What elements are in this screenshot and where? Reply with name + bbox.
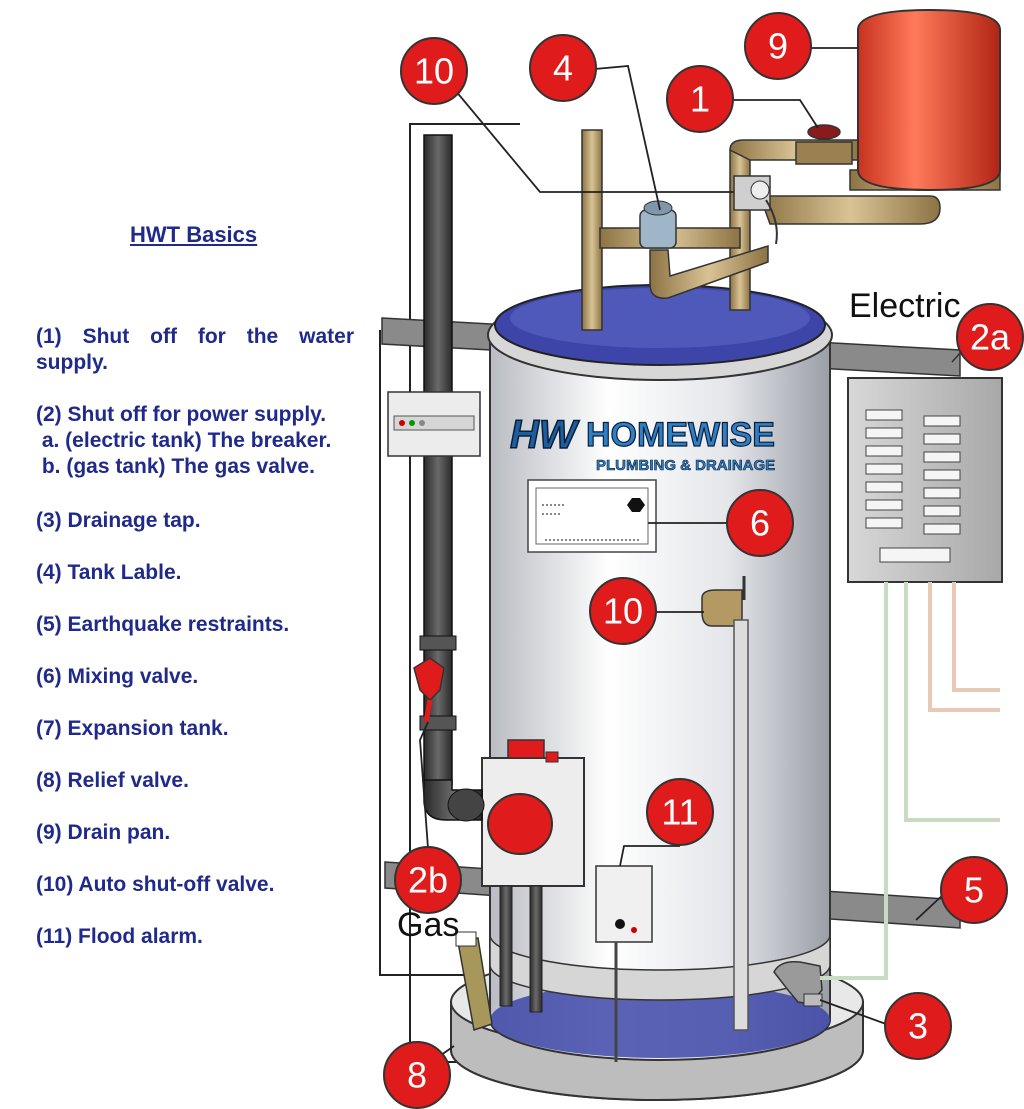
marker-6: 4	[530, 35, 596, 101]
svg-text:HOMEWISE: HOMEWISE	[586, 416, 775, 454]
svg-text:5: 5	[964, 870, 984, 911]
svg-text:1: 1	[690, 79, 710, 120]
electric-label: Electric	[849, 287, 960, 325]
legend-item-9: (9) Drain pan.	[36, 820, 354, 846]
svg-text:3: 3	[908, 1006, 928, 1047]
svg-text:2a: 2a	[970, 317, 1011, 358]
legend-item-2: (2) Shut off for power supply. a. (elect…	[36, 402, 354, 480]
marker-8: 10	[590, 578, 656, 644]
marker-1: 1	[667, 66, 733, 132]
legend-item-5: (5) Earthquake restraints.	[36, 612, 354, 638]
marker-3: 3	[885, 993, 951, 1059]
legend-item-4: (4) Tank Lable.	[36, 560, 354, 586]
legend-item-8: (8) Relief valve.	[36, 768, 354, 794]
marker-9: 8	[384, 1042, 450, 1108]
svg-text:6: 6	[750, 503, 770, 544]
svg-text:4: 4	[553, 48, 573, 89]
svg-text:9: 9	[768, 26, 788, 67]
svg-text:HW: HW	[510, 413, 580, 457]
svg-text:10: 10	[414, 51, 454, 92]
marker-7: 9	[745, 13, 811, 79]
page-title: HWT Basics	[130, 222, 257, 248]
marker-4: 6	[727, 490, 793, 556]
legend-item-11: (11) Flood alarm.	[36, 924, 354, 950]
legend-item-2a: a. (electric tank) The breaker.	[36, 428, 354, 454]
legend-item-2b: b. (gas tank) The gas valve.	[36, 454, 354, 480]
marker-10: 10	[401, 38, 467, 104]
legend-item-7: (7) Expansion tank.	[36, 716, 354, 742]
legend-item-6: (6) Mixing valve.	[36, 664, 354, 690]
marker-11: 11	[647, 779, 713, 845]
marker-2b: 2b	[395, 847, 461, 913]
legend-item-1: (1) Shut off for the water supply.	[36, 324, 354, 376]
legend-item-10: (10) Auto shut-off valve.	[36, 872, 354, 898]
svg-text:2b: 2b	[408, 860, 448, 901]
marker-5: 5	[941, 857, 1007, 923]
svg-text:10: 10	[603, 591, 643, 632]
svg-text:PLUMBING & DRAINAGE: PLUMBING & DRAINAGE	[596, 457, 775, 474]
legend-item-3: (3) Drainage tap.	[36, 508, 354, 534]
svg-text:8: 8	[407, 1055, 427, 1096]
svg-text:11: 11	[661, 792, 698, 833]
marker-2a: 2a	[957, 304, 1023, 370]
